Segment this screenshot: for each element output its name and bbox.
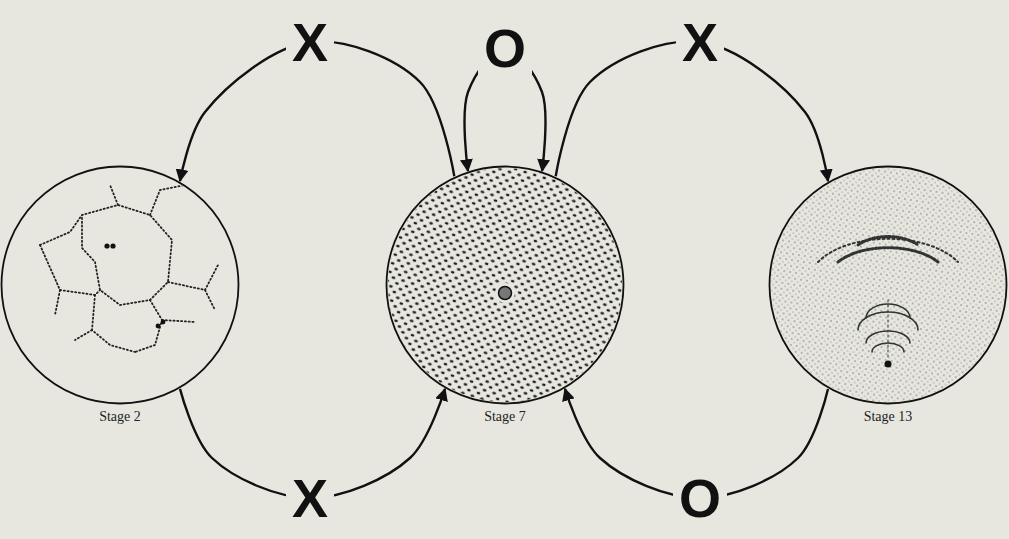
operation-symbol: O <box>478 21 532 75</box>
operation-symbol: X <box>676 15 724 69</box>
circle-outline <box>0 165 240 405</box>
stage-caption: Stage 7 <box>484 409 526 425</box>
stage-circle: Stage 2 <box>0 165 240 405</box>
stage-caption: Stage 13 <box>864 409 913 425</box>
cell-network <box>40 185 218 352</box>
nuclei <box>104 243 165 328</box>
operation-symbol: O <box>673 471 727 525</box>
circle-border <box>2 167 239 404</box>
stage-circle: Stage 13 <box>768 165 1008 405</box>
operation-symbol: X <box>286 471 334 525</box>
operation-symbol: X <box>286 15 334 69</box>
circle-outline <box>768 165 1008 405</box>
stage-circle: Stage 7 <box>385 165 625 405</box>
cell-field <box>385 165 625 405</box>
stage-caption: Stage 2 <box>99 409 141 425</box>
circle-outline <box>385 165 625 405</box>
stippled-field <box>768 165 1008 405</box>
circle-border <box>387 167 624 404</box>
circle-border <box>770 167 1007 404</box>
